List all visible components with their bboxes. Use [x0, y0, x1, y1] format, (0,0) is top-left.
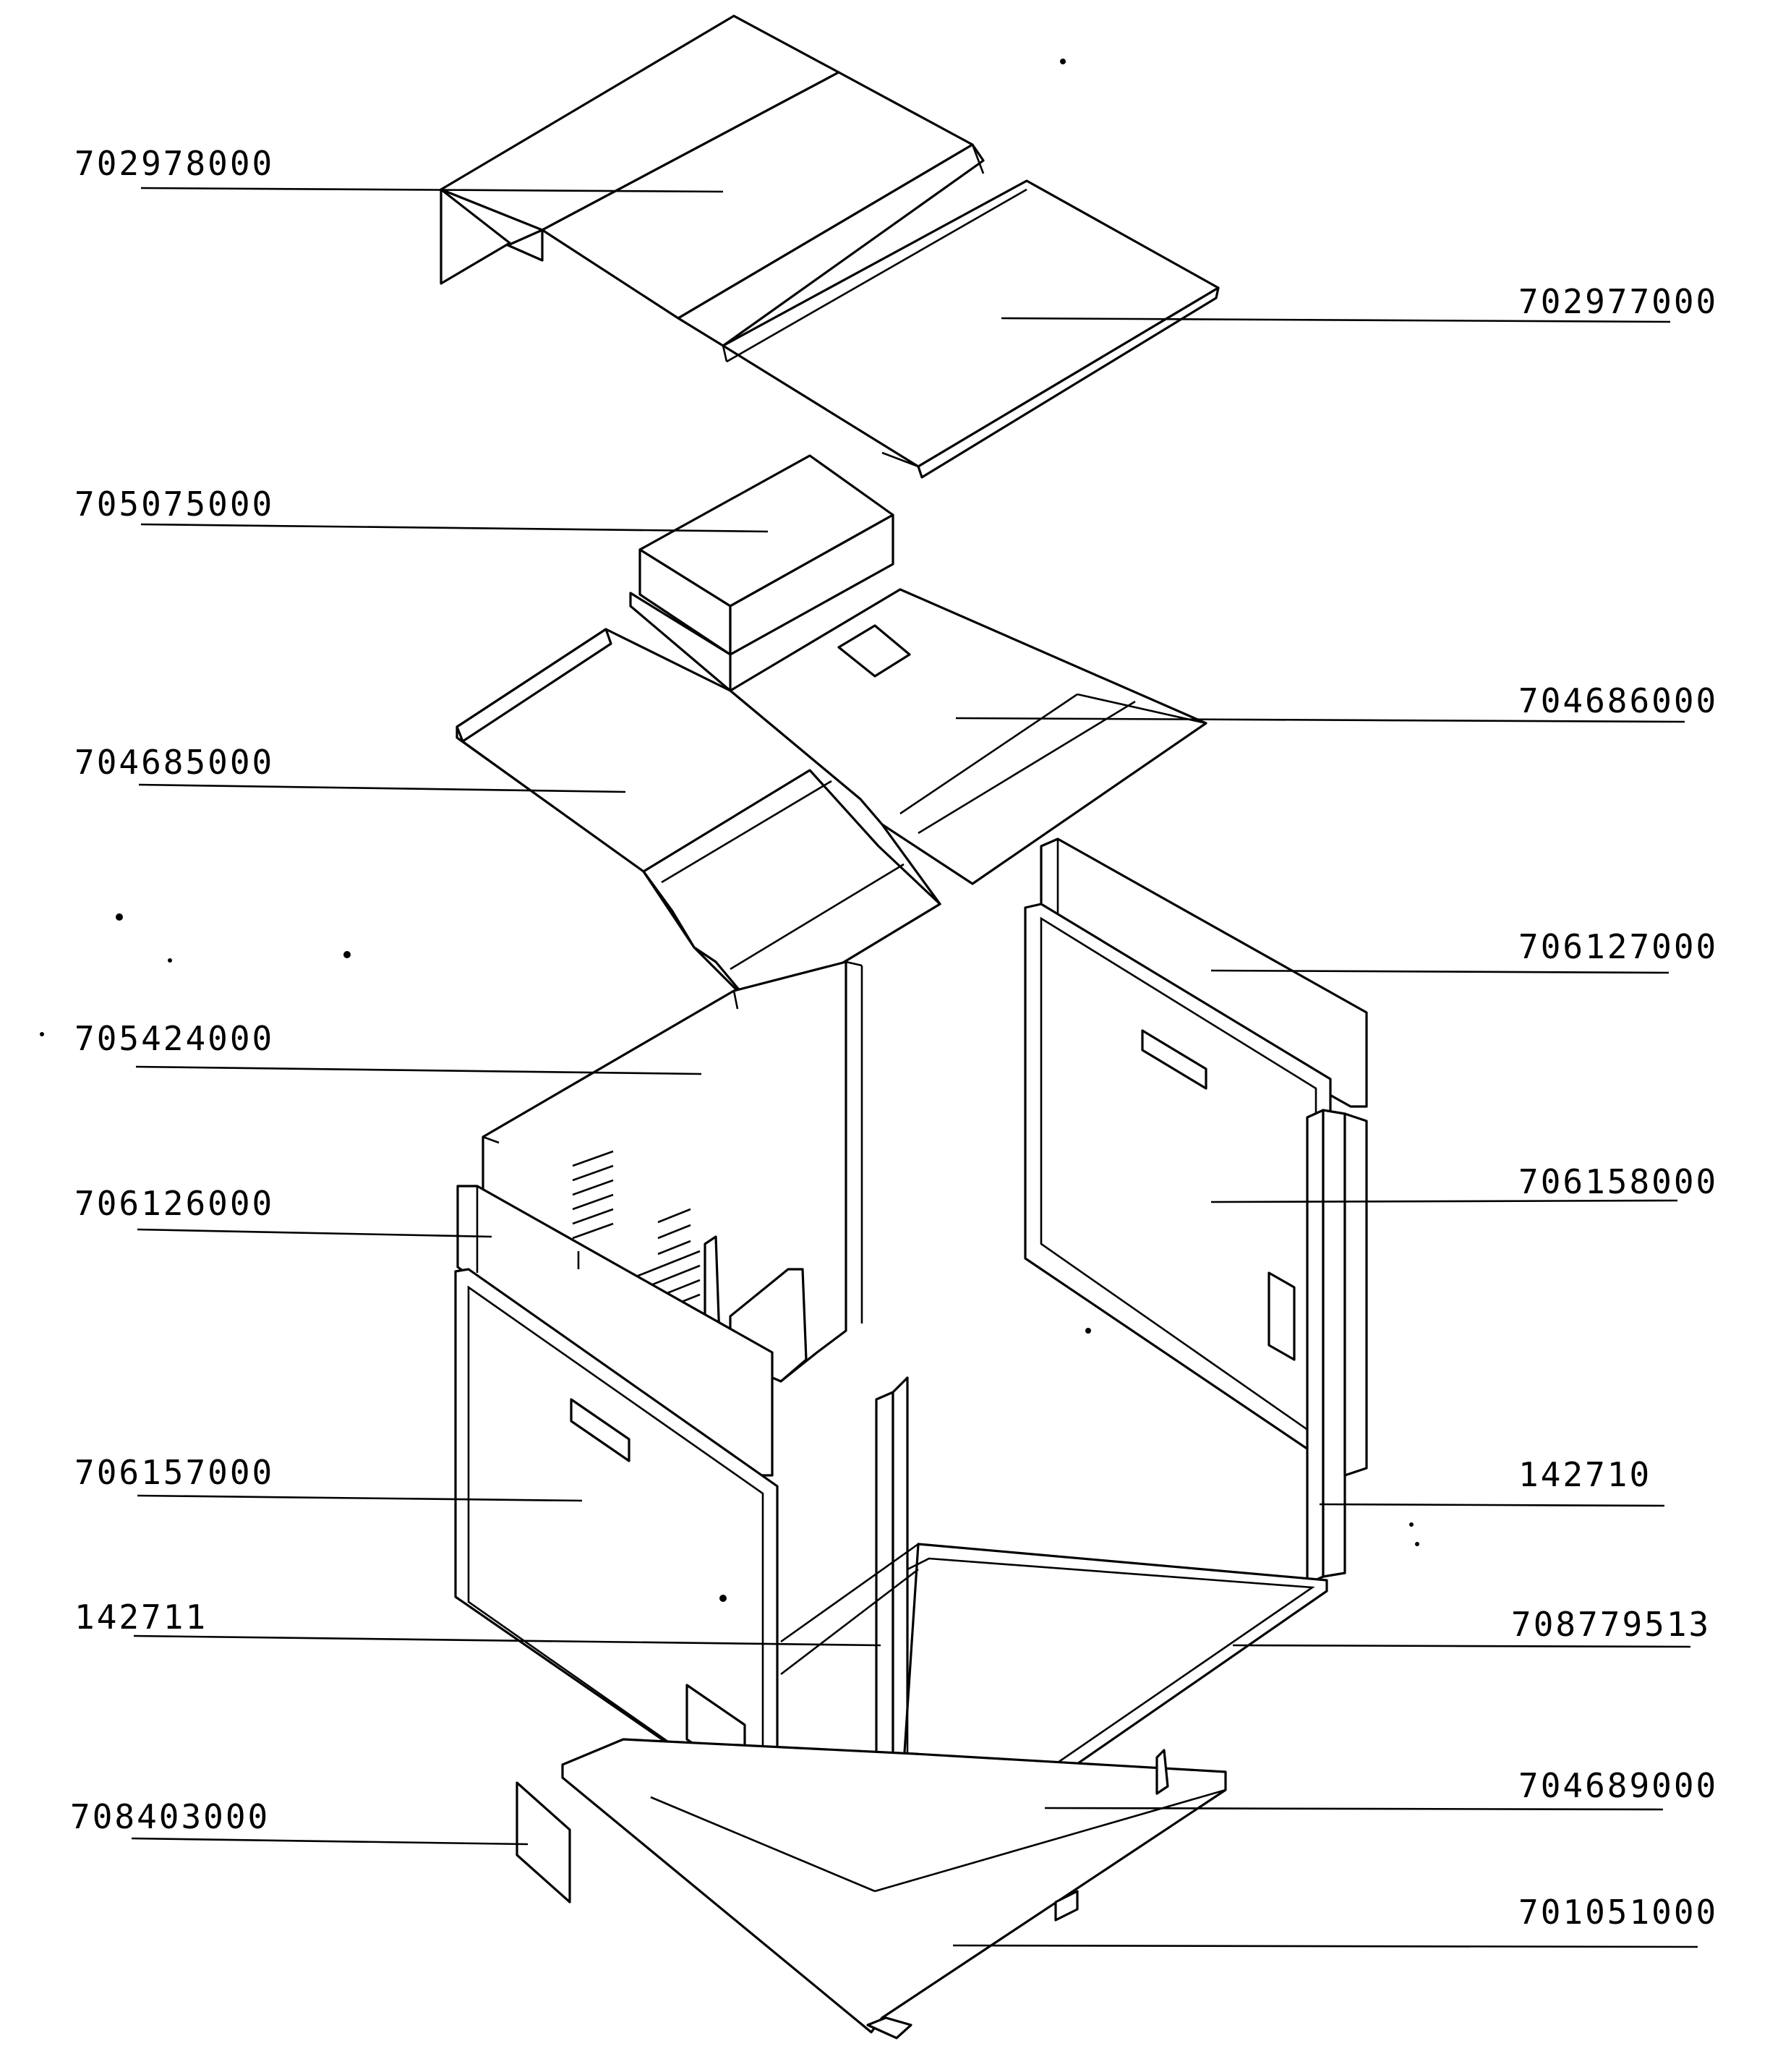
top-plate-left — [456, 628, 941, 1010]
leader-708403000 — [131, 1837, 529, 1846]
leader-701051000 — [952, 1944, 1698, 1948]
label-705075000: 705075000 — [74, 485, 274, 524]
front-trim-left-top — [456, 1185, 774, 1477]
label-704689000: 704689000 — [1518, 1766, 1718, 1805]
leader-702978000 — [140, 187, 724, 193]
leader-706157000 — [137, 1494, 583, 1502]
blower-housing-box — [629, 454, 894, 692]
label-701051000: 701051000 — [1518, 1893, 1718, 1932]
leader-142711 — [133, 1634, 881, 1647]
leader-142710 — [1319, 1503, 1665, 1507]
leader-lines — [131, 187, 1698, 1948]
label-708403000: 708403000 — [70, 1797, 270, 1836]
label-706158000: 706158000 — [1518, 1162, 1718, 1201]
top-plate-right — [729, 588, 1207, 885]
label-706157000: 706157000 — [74, 1453, 274, 1492]
label-706126000: 706126000 — [74, 1184, 274, 1223]
label-704686000: 704686000 — [1518, 681, 1718, 720]
label-702978000: 702978000 — [74, 144, 274, 183]
leader-705424000 — [135, 1065, 702, 1075]
rating-label-plate — [516, 1781, 571, 1903]
leader-706127000 — [1210, 969, 1669, 974]
label-702977000: 702977000 — [1518, 282, 1718, 321]
base-plate — [561, 1738, 1227, 2039]
label-704685000: 704685000 — [74, 743, 274, 782]
label-705424000: 705424000 — [74, 1019, 274, 1058]
gasket-right-post — [1306, 1109, 1368, 1585]
leader-706126000 — [137, 1228, 492, 1238]
leader-705075000 — [140, 523, 769, 533]
leader-704685000 — [138, 783, 626, 793]
top-cover-rear-panel — [440, 14, 840, 285]
leader-704686000 — [955, 717, 1685, 723]
scan-specks — [40, 59, 1419, 1602]
leader-708779513 — [1232, 1644, 1691, 1648]
leader-706158000 — [1210, 1199, 1678, 1203]
label-706127000: 706127000 — [1518, 927, 1718, 966]
label-142710: 142710 — [1518, 1455, 1651, 1494]
part-number-labels: 702978000 702977000 705075000 704686000 … — [70, 144, 1718, 1932]
label-708779513: 708779513 — [1511, 1605, 1711, 1644]
leader-704689000 — [1044, 1807, 1664, 1811]
label-142711: 142711 — [74, 1598, 208, 1637]
leader-702977000 — [1001, 317, 1671, 323]
top-cover-front-panel — [541, 71, 1220, 479]
